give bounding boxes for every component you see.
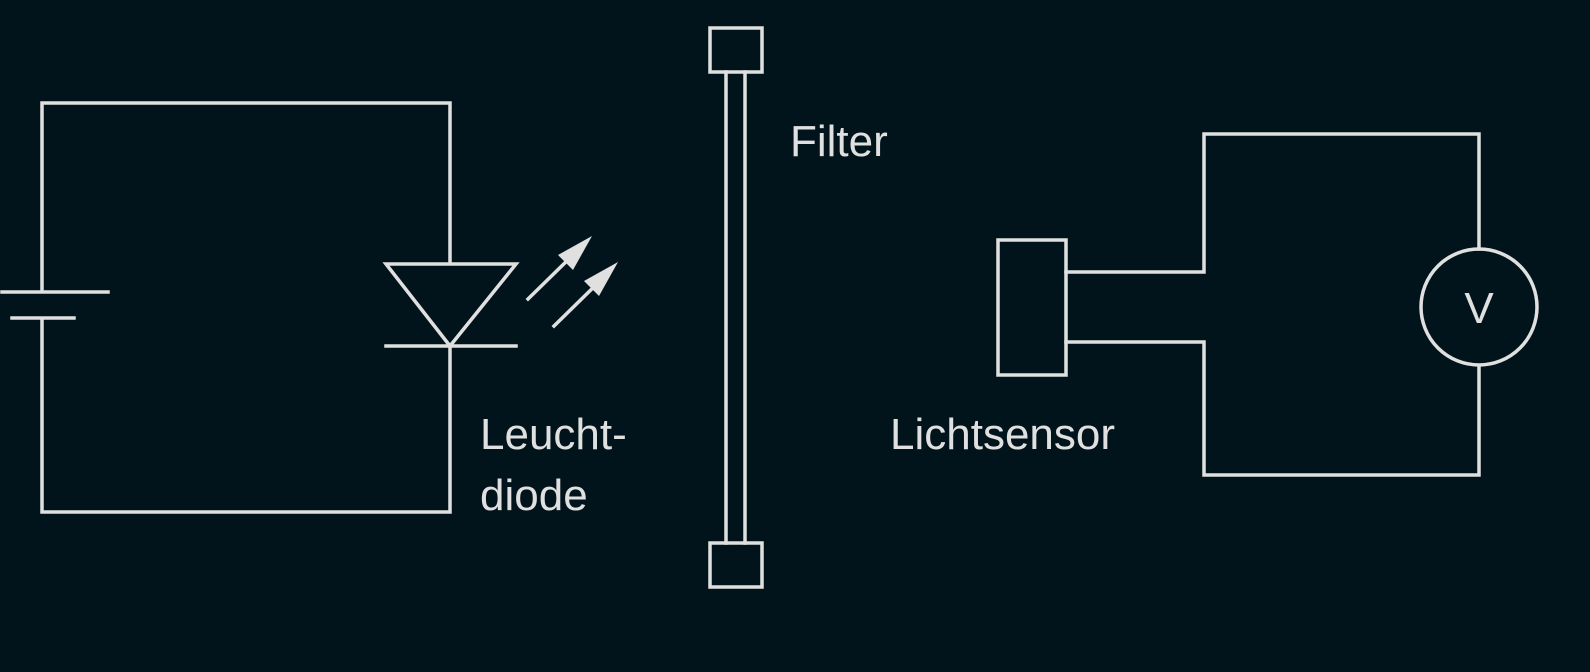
led-circuit: Leucht- diode — [0, 101, 627, 520]
battery-icon — [0, 290, 110, 320]
voltmeter-label: V — [1464, 284, 1494, 333]
diode-triangle — [382, 262, 520, 349]
sensor-wire-top — [1064, 132, 1481, 274]
led-label-line2: diode — [480, 471, 588, 520]
arrow-2-head — [584, 262, 618, 296]
filter-icon — [708, 26, 764, 589]
filter-bottom-cap — [708, 541, 764, 589]
light-sensor-icon — [996, 238, 1068, 377]
led-circuit-wire-top — [40, 101, 452, 292]
sensor-wire-bottom — [1064, 340, 1481, 477]
light-emission-arrows-icon — [525, 236, 618, 329]
sensor-circuit: V — [996, 132, 1539, 477]
voltmeter-circle — [1419, 247, 1539, 367]
led-circuit-wire-bottom — [40, 318, 452, 514]
arrow-1-head — [558, 236, 592, 270]
voltmeter-icon: V — [1419, 247, 1539, 367]
filter-top-cap — [708, 26, 764, 74]
led-diode-icon — [382, 262, 520, 349]
led-label-line1: Leucht- — [480, 410, 627, 459]
filter-label: Filter — [790, 117, 888, 166]
sensor-label: Lichtsensor — [890, 410, 1115, 459]
